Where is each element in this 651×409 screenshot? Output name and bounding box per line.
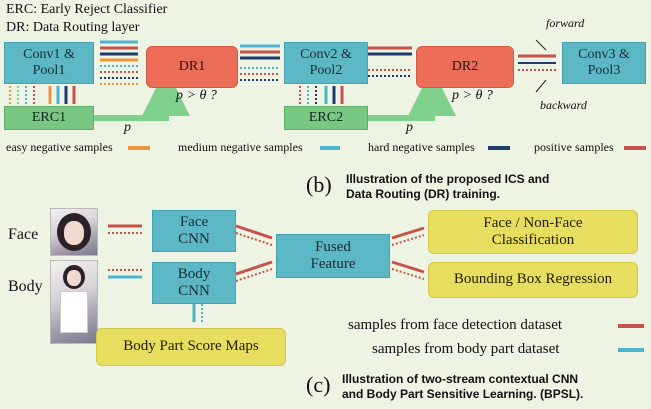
condition-2: p > θ ? — [452, 88, 493, 103]
vertical-arrows-2 — [299, 86, 344, 104]
p-label-1: p — [124, 120, 131, 135]
erc2-box: ERC2 — [284, 106, 368, 130]
conv1-box: Conv1 & Pool1 — [4, 42, 94, 84]
conv3-box: Conv3 & Pool3 — [562, 42, 646, 84]
face-photo — [50, 208, 98, 256]
medium-samples-label: medium negative samples — [178, 140, 303, 154]
route-arrow-2 — [368, 68, 456, 121]
score-maps-box: Body Part Score Maps — [96, 328, 286, 366]
face-input-arrows — [108, 224, 142, 234]
forward-label: forward — [546, 16, 585, 30]
route-arrow-1 — [92, 68, 190, 121]
bbox-regression-box: Bounding Box Regression — [428, 262, 638, 298]
condition-1: p > θ ? — [176, 88, 217, 103]
conv2-box: Conv2 & Pool2 — [284, 42, 368, 84]
legend-face-text: samples from face detection dataset — [348, 317, 563, 333]
body-input-arrows — [108, 269, 142, 279]
fused-feature-box: Fused Feature — [276, 234, 390, 278]
positive-samples-label: positive samples — [534, 140, 614, 154]
hard-samples-label: hard negative samples — [368, 140, 475, 154]
backward-pointer — [535, 79, 547, 93]
legend-dr: DR: Data Routing layer — [6, 20, 140, 35]
legend-erc: ERC: Early Reject Classifier — [6, 2, 168, 17]
easy-samples-label: easy negative samples — [6, 140, 113, 154]
dr2-box: DR2 — [416, 46, 514, 88]
stacked-arrows-1 — [100, 40, 138, 85]
stacked-arrows-2 — [240, 44, 280, 81]
panel-c-letter: (c) — [306, 372, 331, 397]
face-cnn-box: Face CNN — [152, 210, 236, 252]
legend-body-text: samples from body part dataset — [372, 341, 560, 357]
panel-b-caption: Illustration of the proposed ICS and Dat… — [346, 172, 550, 201]
backward-label: backward — [540, 98, 587, 112]
panel-b-letter: (b) — [306, 172, 332, 197]
face-label: Face — [8, 226, 39, 243]
body-cnn-box: Body CNN — [152, 262, 236, 304]
dr1-box: DR1 — [146, 46, 238, 88]
p-label-2: p — [406, 120, 413, 135]
stacked-arrows-4 — [518, 54, 556, 71]
body-to-fused-arrows — [235, 260, 273, 282]
stacked-arrows-3 — [368, 46, 412, 77]
face-to-fused-arrows — [235, 224, 273, 246]
fused-to-class-arrows — [391, 226, 425, 246]
body-label: Body — [8, 278, 43, 295]
body-photo — [50, 260, 98, 344]
panel-c-caption: Illustration of two-stream contextual CN… — [342, 372, 584, 401]
vertical-arrows-1 — [9, 86, 76, 104]
body-to-score-arrows — [192, 304, 203, 322]
fused-to-bbox-arrows — [391, 260, 425, 280]
erc1-box: ERC1 — [4, 106, 94, 130]
classification-box: Face / Non-Face Classification — [428, 210, 638, 254]
forward-pointer — [535, 39, 547, 51]
